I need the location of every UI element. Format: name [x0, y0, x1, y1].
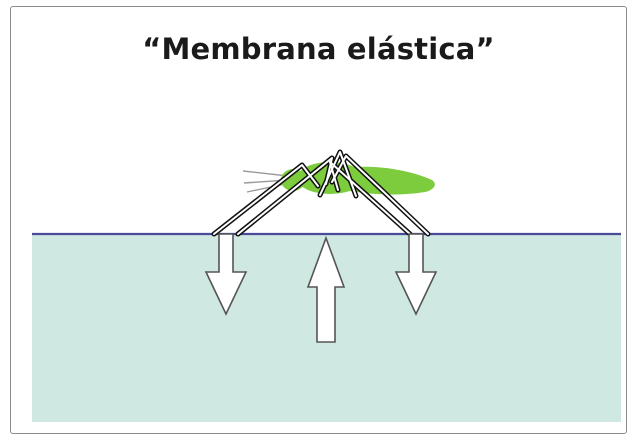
- water-strider-icon: [214, 152, 435, 234]
